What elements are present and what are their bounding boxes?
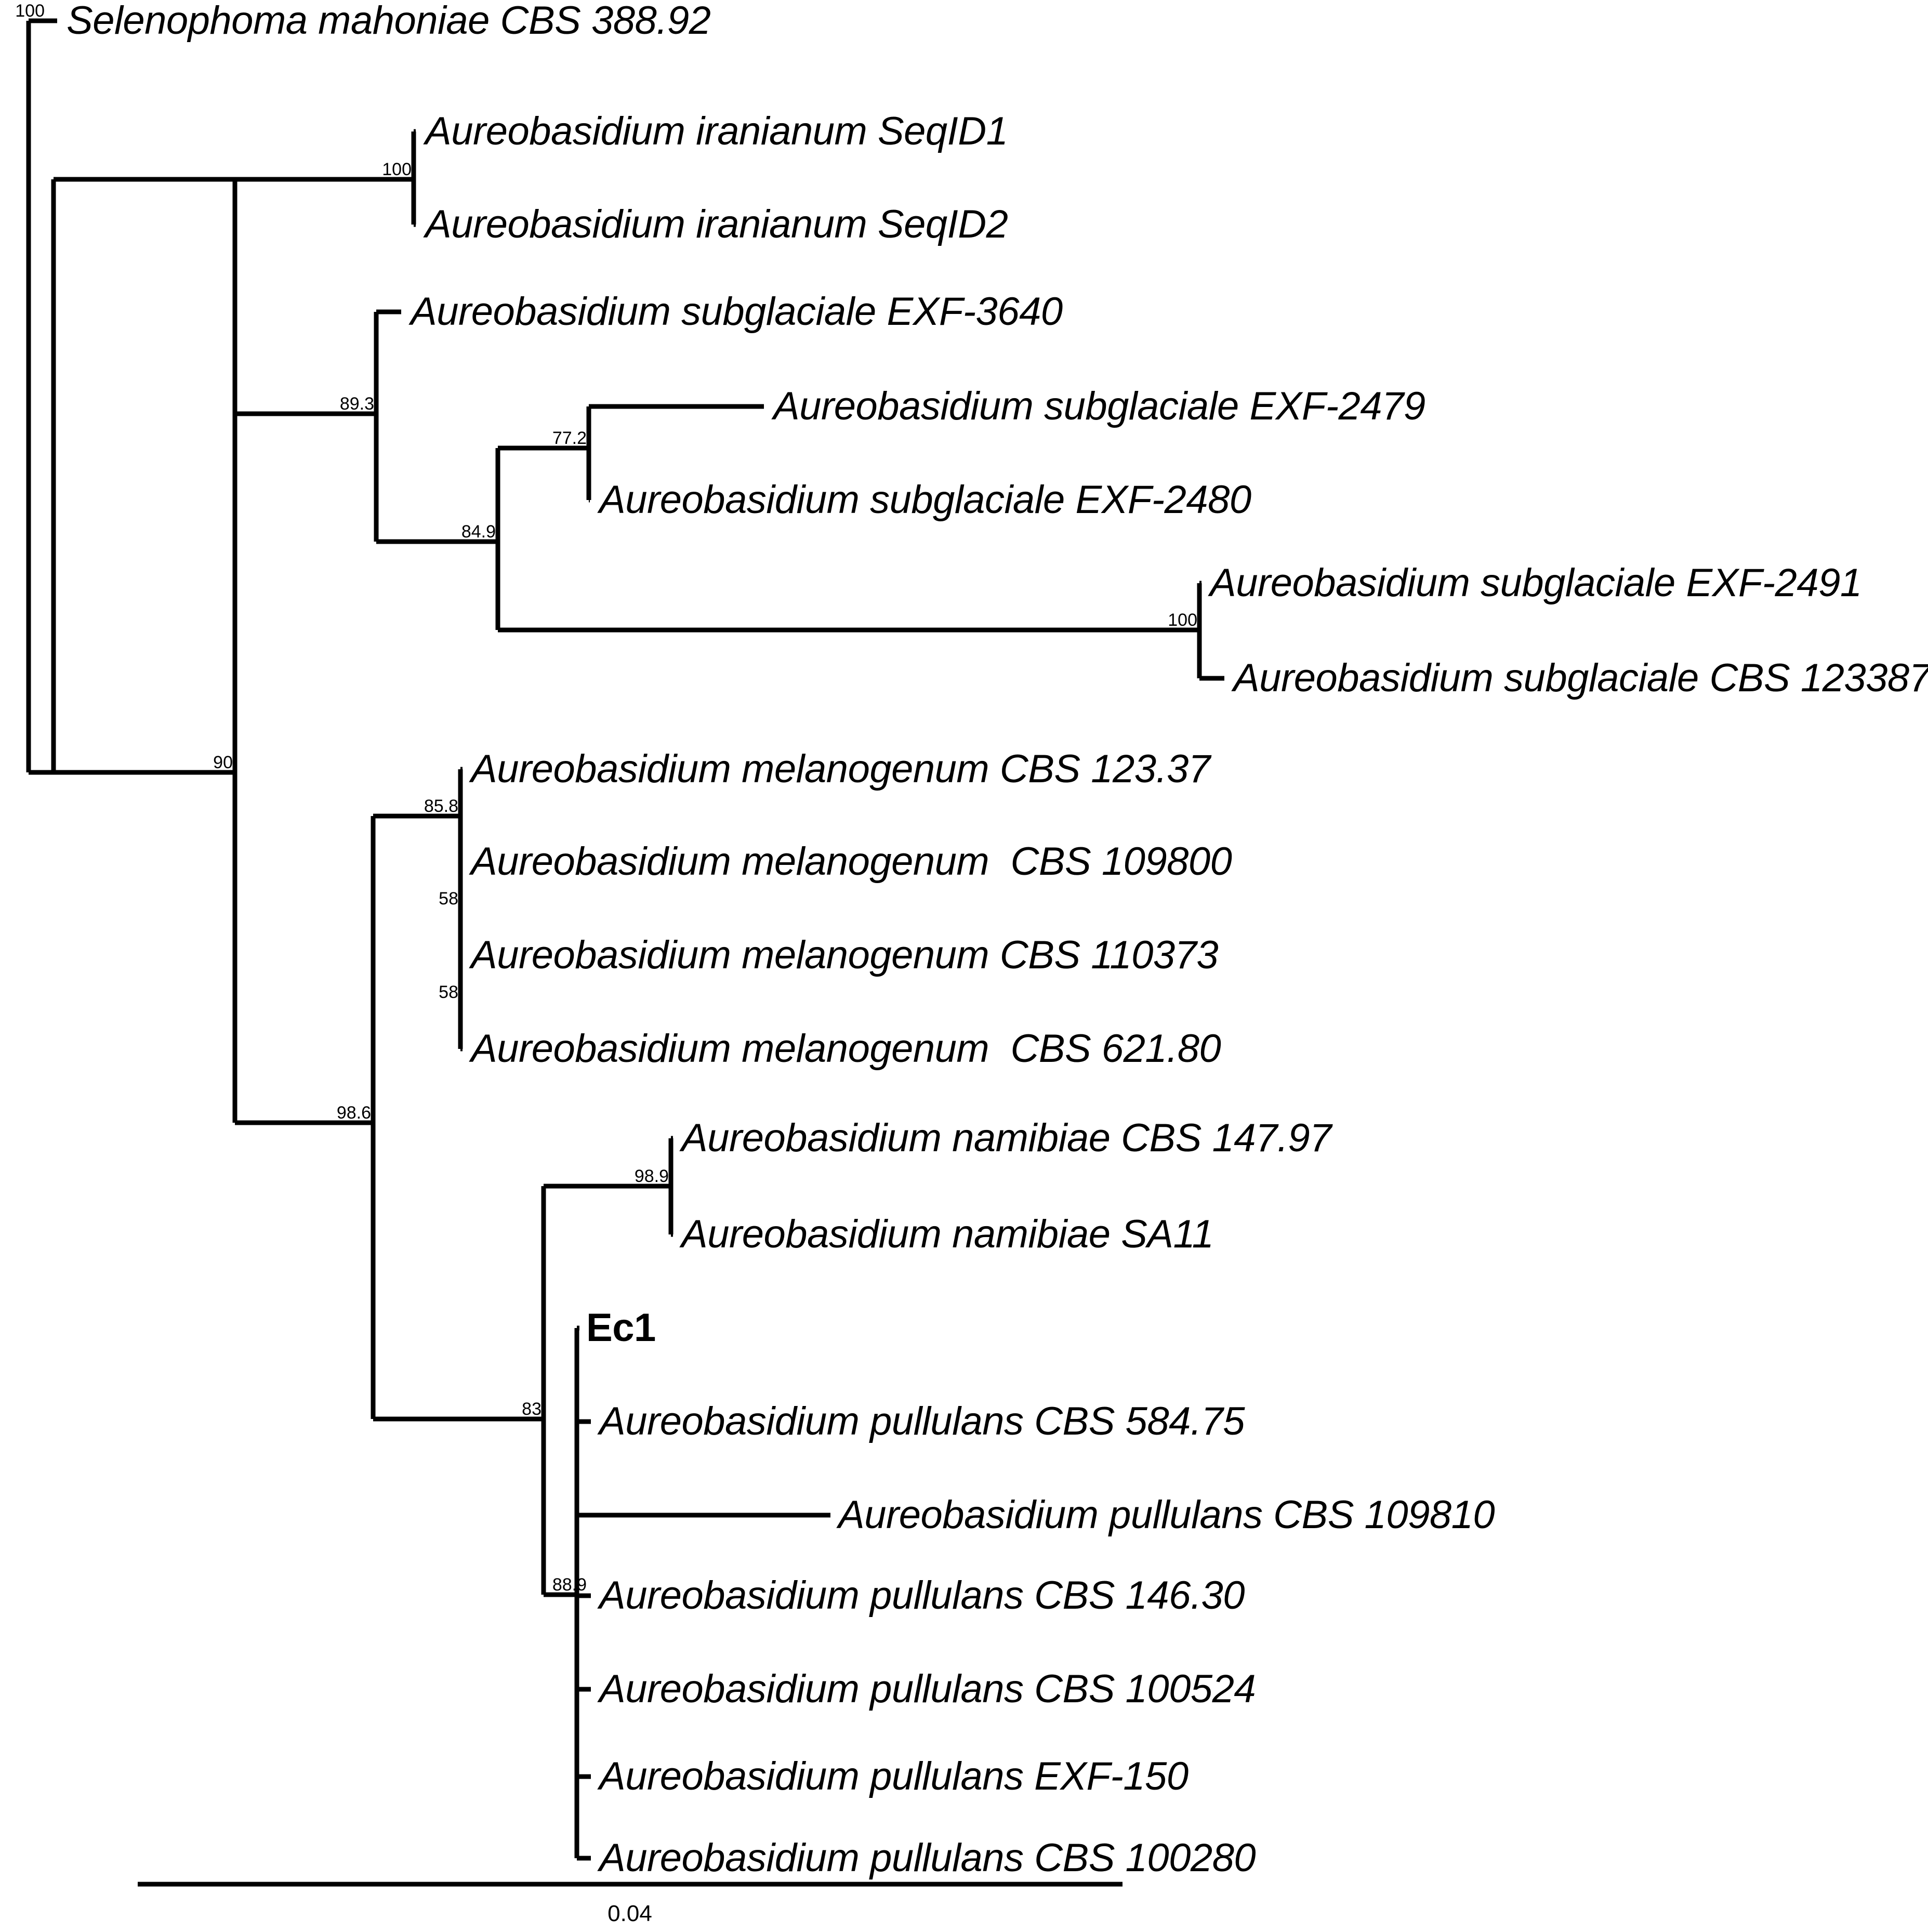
taxon-label-t12: Aureobasidium melanogenum CBS 621.80: [471, 1027, 1221, 1071]
taxon-label-t11: Aureobasidium melanogenum CBS 110373: [471, 933, 1219, 977]
support-value-namibiae-clade: 98.9: [634, 1166, 669, 1186]
taxon-label-t6: Aureobasidium subglaciale EXF-2480: [599, 478, 1251, 522]
taxon-label-t7: Aureobasidium subglaciale EXF-2491: [1210, 561, 1862, 605]
taxon-label-t13: Aureobasidium namibiae CBS 147.97: [681, 1116, 1331, 1160]
support-value-pullulans-88-9: 88.9: [552, 1575, 587, 1595]
taxon-label-t5: Aureobasidium subglaciale EXF-2479: [773, 384, 1425, 428]
taxon-label-t19: Aureobasidium pullulans CBS 100524: [599, 1667, 1256, 1711]
support-value-subglaciale-2479-2480: 77.2: [552, 428, 587, 448]
taxon-label-t15: Ec1: [586, 1306, 656, 1350]
taxon-label-t16: Aureobasidium pullulans CBS 584.75: [599, 1399, 1245, 1443]
taxon-label-t8: Aureobasidium subglaciale CBS 123387: [1233, 656, 1928, 700]
support-value-melanogenum-85-8: 85.8: [424, 796, 458, 816]
support-value-iranianum-clade: 100: [382, 160, 412, 179]
taxon-label-t3: Aureobasidium iranianum SeqID2: [425, 202, 1008, 246]
taxon-label-t2: Aureobasidium iranianum SeqID1: [425, 109, 1008, 153]
taxon-label-t9: Aureobasidium melanogenum CBS 123.37: [471, 747, 1210, 791]
support-value-melanogenum-58b: 58: [439, 982, 458, 1002]
taxon-label-t20: Aureobasidium pullulans EXF-150: [599, 1754, 1189, 1798]
support-value-backbone-90: 90: [213, 753, 233, 772]
support-value-subglaciale-2491-123387: 100: [1168, 610, 1197, 630]
scale-bar-label: 0.04: [608, 1901, 652, 1926]
support-value-root-selenophoma: 100: [15, 1, 45, 21]
taxon-label-t1: Selenophoma mahoniae CBS 388.92: [67, 0, 711, 43]
taxon-label-t14: Aureobasidium namibiae SA11: [681, 1212, 1214, 1256]
taxon-label-t17: Aureobasidium pullulans CBS 109810: [838, 1493, 1495, 1537]
branch-lines: [26, 18, 1224, 1861]
taxon-label-t18: Aureobasidium pullulans CBS 146.30: [599, 1573, 1245, 1618]
taxon-label-t10: Aureobasidium melanogenum CBS 109800: [471, 839, 1232, 884]
support-value-subglaciale-upper: 89.3: [339, 394, 374, 414]
support-value-backbone-98-6: 98.6: [336, 1103, 371, 1123]
taxon-label-t21: Aureobasidium pullulans CBS 100280: [599, 1836, 1256, 1880]
support-value-melanogenum-58a: 58: [439, 889, 458, 909]
support-value-subglaciale-lower: 84.9: [461, 522, 496, 542]
taxon-label-t4: Aureobasidium subglaciale EXF-3640: [411, 290, 1063, 334]
support-value-pullulans-ec1-83: 83: [522, 1399, 542, 1419]
